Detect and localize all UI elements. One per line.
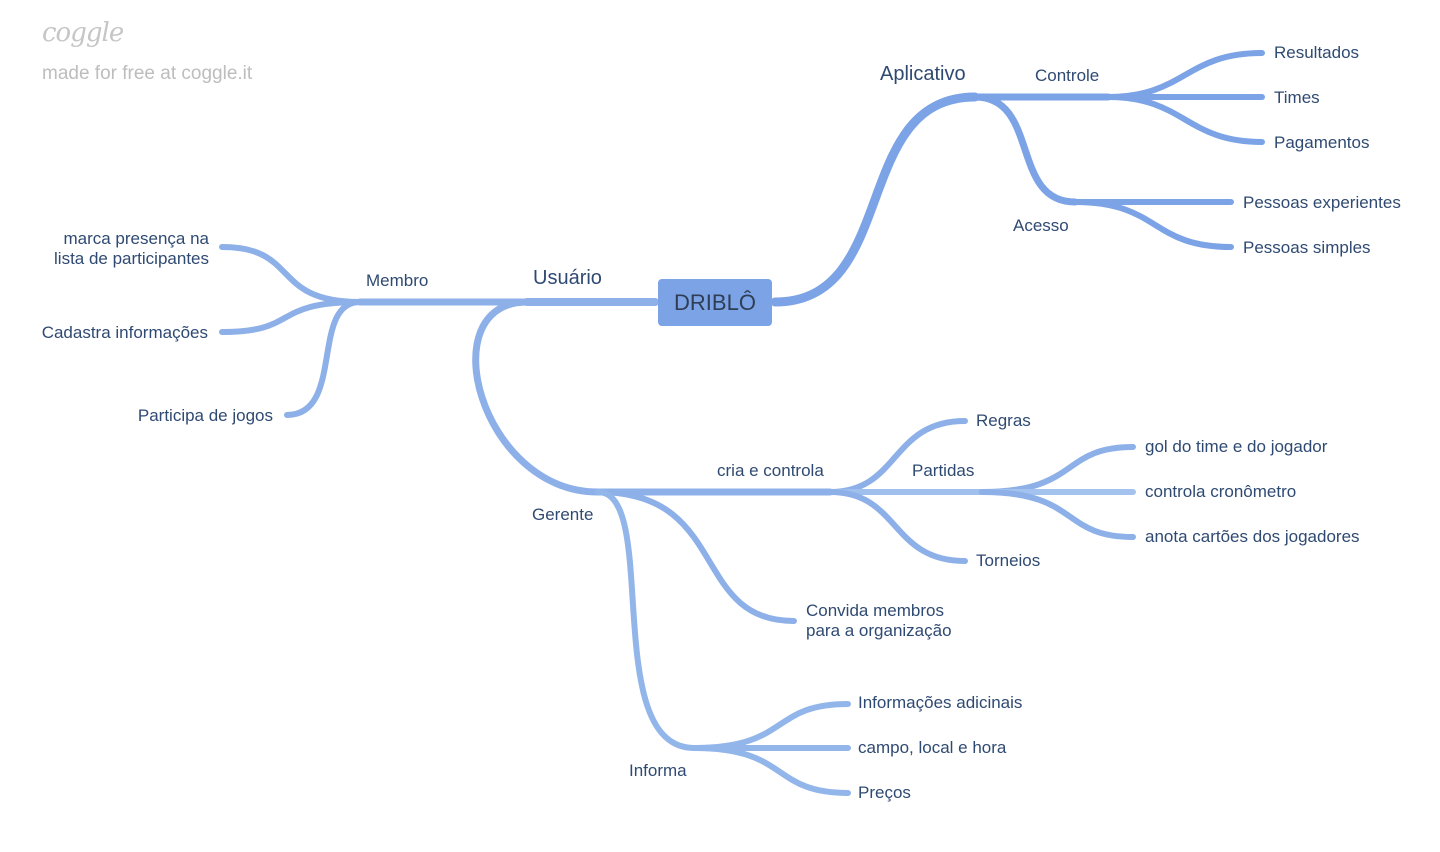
node-precos[interactable]: Preços <box>858 783 911 802</box>
branch-cartoes <box>979 489 1136 540</box>
node-aplicativo[interactable]: Aplicativo <box>880 63 966 85</box>
node-membro[interactable]: Membro <box>366 271 429 290</box>
branch-participa <box>284 299 363 418</box>
branch-acesso <box>971 93 1079 206</box>
node-resultados[interactable]: Resultados <box>1274 43 1360 62</box>
branch-aplicativo <box>770 92 980 307</box>
branch-precos <box>691 745 851 796</box>
node-times[interactable]: Times <box>1274 88 1320 107</box>
node-acesso[interactable]: Acesso <box>1013 216 1069 235</box>
branch-gol <box>979 444 1136 495</box>
node-pagamentos[interactable]: Pagamentos <box>1274 133 1370 152</box>
branch-torneios <box>827 489 968 564</box>
coggle-tagline[interactable]: made for free at coggle.it <box>42 63 253 84</box>
node-pessoas-simples[interactable]: Pessoas simples <box>1243 238 1371 257</box>
node-gol[interactable]: gol do time e do jogador <box>1145 437 1328 456</box>
node-cria-controla[interactable]: cria e controla <box>717 461 824 480</box>
node-campo[interactable]: campo, local e hora <box>858 738 1007 757</box>
node-cronometro[interactable]: controla cronômetro <box>1145 482 1297 501</box>
branch-pessoas-simples <box>1072 199 1234 250</box>
node-cadastra[interactable]: Cadastra informações <box>41 323 208 342</box>
node-convida[interactable]: Convida membros para a organização <box>806 601 952 640</box>
node-regras[interactable]: Regras <box>976 411 1031 430</box>
node-gerente[interactable]: Gerente <box>532 505 594 524</box>
branch-convida <box>595 489 797 624</box>
branch-marca-presenca <box>219 244 363 305</box>
branch-info-adicionais <box>691 701 851 751</box>
node-pessoas-experientes[interactable]: Pessoas experientes <box>1243 193 1401 212</box>
node-partidas[interactable]: Partidas <box>912 461 975 480</box>
branch-informa <box>595 489 697 751</box>
node-info-adicionais[interactable]: Informações adicinais <box>858 693 1023 712</box>
branch-cadastra <box>219 299 363 335</box>
branch-regras <box>827 418 968 495</box>
node-usuario[interactable]: Usuário <box>533 267 602 289</box>
node-torneios[interactable]: Torneios <box>976 551 1041 570</box>
coggle-logo[interactable]: coggle <box>42 18 124 48</box>
branch-resultados <box>1105 50 1265 100</box>
node-marca-presenca[interactable]: marca presença na lista de participantes <box>54 229 209 268</box>
node-controle[interactable]: Controle <box>1035 66 1100 85</box>
root-node[interactable]: DRIBLÔ <box>658 279 772 326</box>
node-cartoes[interactable]: anota cartões dos jogadores <box>1145 527 1360 546</box>
branch-pagamentos <box>1105 94 1265 145</box>
node-participa[interactable]: Participa de jogos <box>137 406 273 425</box>
node-informa[interactable]: Informa <box>629 761 687 780</box>
branch-gerente <box>472 298 602 496</box>
